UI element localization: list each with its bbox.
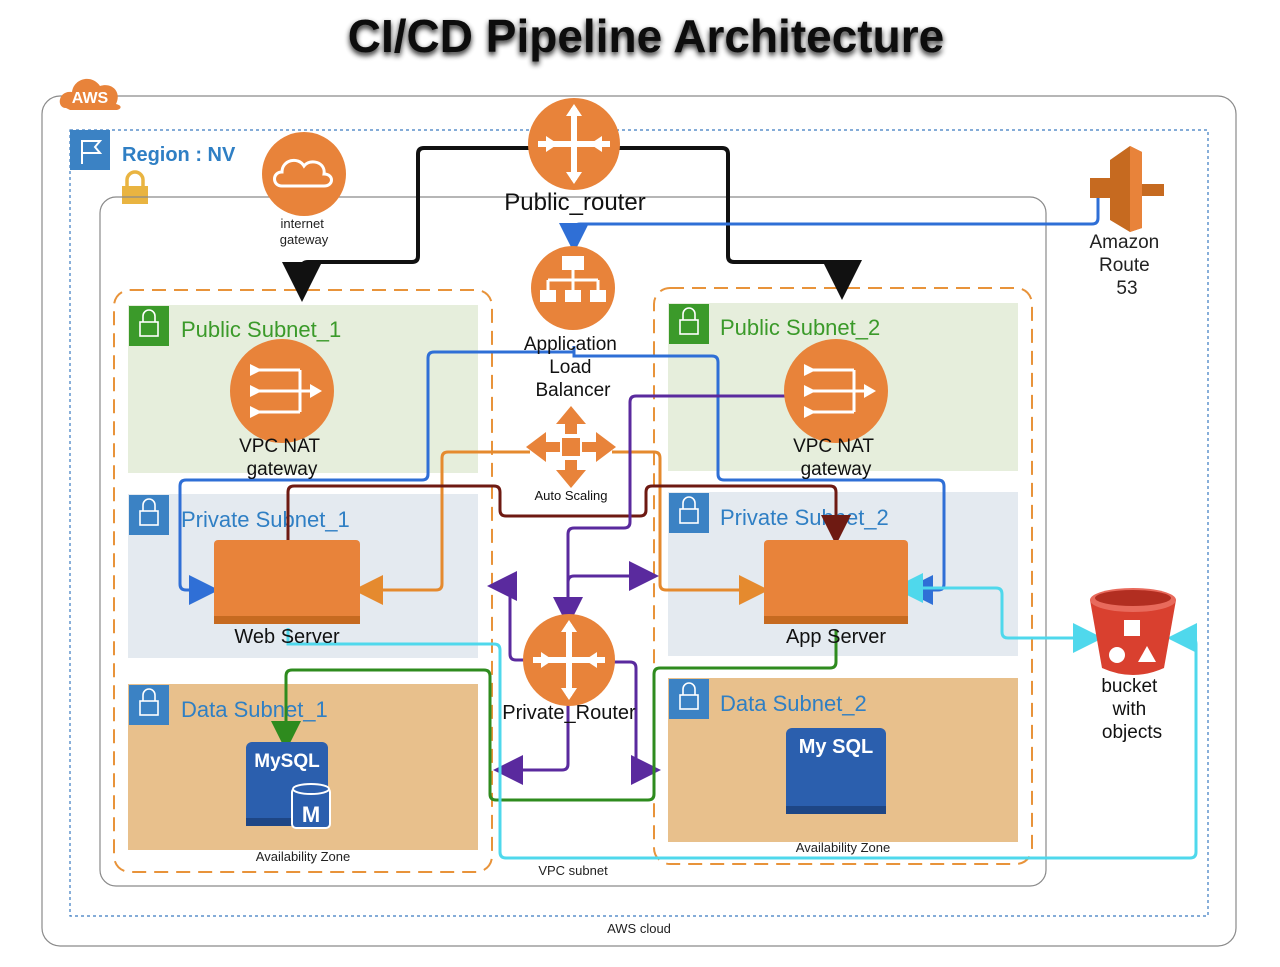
region-label: Region : NV <box>122 144 236 166</box>
load-balancer-label-line-3: Balancer <box>536 380 612 401</box>
aws-cloud-boundary <box>41 95 1237 947</box>
private-subnet-1-label: Private Subnet_1 <box>181 507 350 532</box>
nat-gateway-2-label: VPC NAT gateway <box>793 436 879 480</box>
load-balancer-icon <box>531 246 615 330</box>
nat-gateway-1-label: VPC NAT gateway <box>239 436 325 480</box>
route53-label-line-1: Amazon <box>1090 232 1160 253</box>
load-balancer-label: Application Load Balancer <box>524 334 622 401</box>
link-private-router-to-data-subnet-2 <box>612 660 661 785</box>
region-flag-icon <box>70 130 110 170</box>
private-subnet-1-lock-icon <box>129 495 169 535</box>
route53-label-line-3: 53 <box>1116 278 1137 299</box>
internet-gateway-label-line-1: internet <box>281 216 325 231</box>
private-router-icon <box>523 614 615 706</box>
web-server-label: Web Server <box>234 626 340 648</box>
aws-cloud-label: AWS cloud <box>607 921 671 936</box>
data-subnet-2-lock-icon <box>669 679 709 719</box>
nat-gateway-1-label-line-2: gateway <box>247 459 318 480</box>
availability-zone-2 <box>653 287 1033 865</box>
mysql-1-icon: MySQL M <box>246 742 331 829</box>
s3-bucket-icon <box>1090 588 1176 675</box>
link-web-server-to-app-server <box>286 484 851 545</box>
link-app-server-to-mysql-1 <box>271 630 838 802</box>
nat-gateway-1-icon <box>230 339 334 443</box>
private-subnet-2-label: Private Subnet_2 <box>720 505 889 530</box>
diagram-title: CI/CD Pipeline Architecture <box>348 10 944 62</box>
link-router-to-az1 <box>282 146 532 302</box>
public-router-icon <box>528 98 620 190</box>
aws-badge-label: AWS <box>72 90 109 107</box>
app-server-label: App Server <box>786 626 886 648</box>
app-server-box <box>764 540 908 624</box>
mysql-1-badge: M <box>302 802 320 827</box>
internet-gateway-label-line-2: gateway <box>280 232 329 247</box>
link-autoscaling-to-web-server <box>353 450 530 605</box>
data-subnet-1-lock-icon <box>129 685 169 725</box>
s3-bucket-label-line-1: bucket <box>1101 676 1158 697</box>
region-boundary <box>69 129 1209 917</box>
link-autoscaling-to-app-server <box>612 450 769 605</box>
vpc-boundary <box>99 196 1047 887</box>
data-subnet-2-label: Data Subnet_2 <box>720 691 867 716</box>
s3-bucket-label: bucket with objects <box>1101 676 1162 743</box>
availability-zone-1-label: Availability Zone <box>256 849 350 864</box>
load-balancer-label-line-2: Load <box>549 357 591 378</box>
web-server-box <box>214 540 360 624</box>
public-subnet-2-lock-icon <box>669 304 709 344</box>
nat-gateway-2-icon <box>784 339 888 443</box>
nat-gateway-2-label-line-1: VPC NAT <box>793 436 874 457</box>
link-private-router-up <box>487 571 526 662</box>
lock-icon <box>122 170 148 204</box>
link-alb-to-web-server <box>178 346 576 605</box>
vpc-subnet-label: VPC subnet <box>538 863 608 878</box>
public-subnet-2-label: Public Subnet_2 <box>720 315 880 340</box>
load-balancer-label-line-1: Application <box>524 334 617 355</box>
public-subnet-1-label: Public Subnet_1 <box>181 317 341 342</box>
internet-gateway-label: internet gateway <box>280 216 329 247</box>
nat-gateway-2-label-line-2: gateway <box>801 459 872 480</box>
data-subnet-1-label: Data Subnet_1 <box>181 697 328 722</box>
nat-gateway-1-label-line-1: VPC NAT <box>239 436 320 457</box>
link-nat2-to-private-router <box>553 394 786 627</box>
public-router-label: Public_router <box>504 189 645 216</box>
auto-scaling-label: Auto Scaling <box>535 488 608 503</box>
link-router-to-az2 <box>616 146 862 300</box>
private-router-label: Private_Router <box>502 702 636 724</box>
route53-icon <box>1090 146 1164 232</box>
aws-cloud-icon: AWS <box>59 78 121 110</box>
mysql-1-label: MySQL <box>254 751 320 772</box>
link-web-server-to-bucket <box>286 623 1198 860</box>
s3-bucket-label-line-2: with <box>1111 699 1146 720</box>
mysql-2-label: My SQL <box>799 736 873 758</box>
link-private-router-to-data-subnet-1 <box>493 700 570 785</box>
route53-label-line-2: Route <box>1099 255 1150 276</box>
link-private-router-to-private-subnet-2 <box>566 561 659 591</box>
route53-label: Amazon Route 53 <box>1090 232 1165 299</box>
internet-gateway-icon <box>262 132 346 216</box>
public-subnet-1-lock-icon <box>129 306 169 346</box>
auto-scaling-icon <box>526 406 616 488</box>
link-app-server-to-bucket <box>908 586 1103 653</box>
s3-bucket-label-line-3: objects <box>1102 722 1162 743</box>
availability-zone-2-label: Availability Zone <box>796 840 890 855</box>
private-subnet-2-lock-icon <box>669 493 709 533</box>
mysql-2-icon: My SQL <box>786 728 886 814</box>
